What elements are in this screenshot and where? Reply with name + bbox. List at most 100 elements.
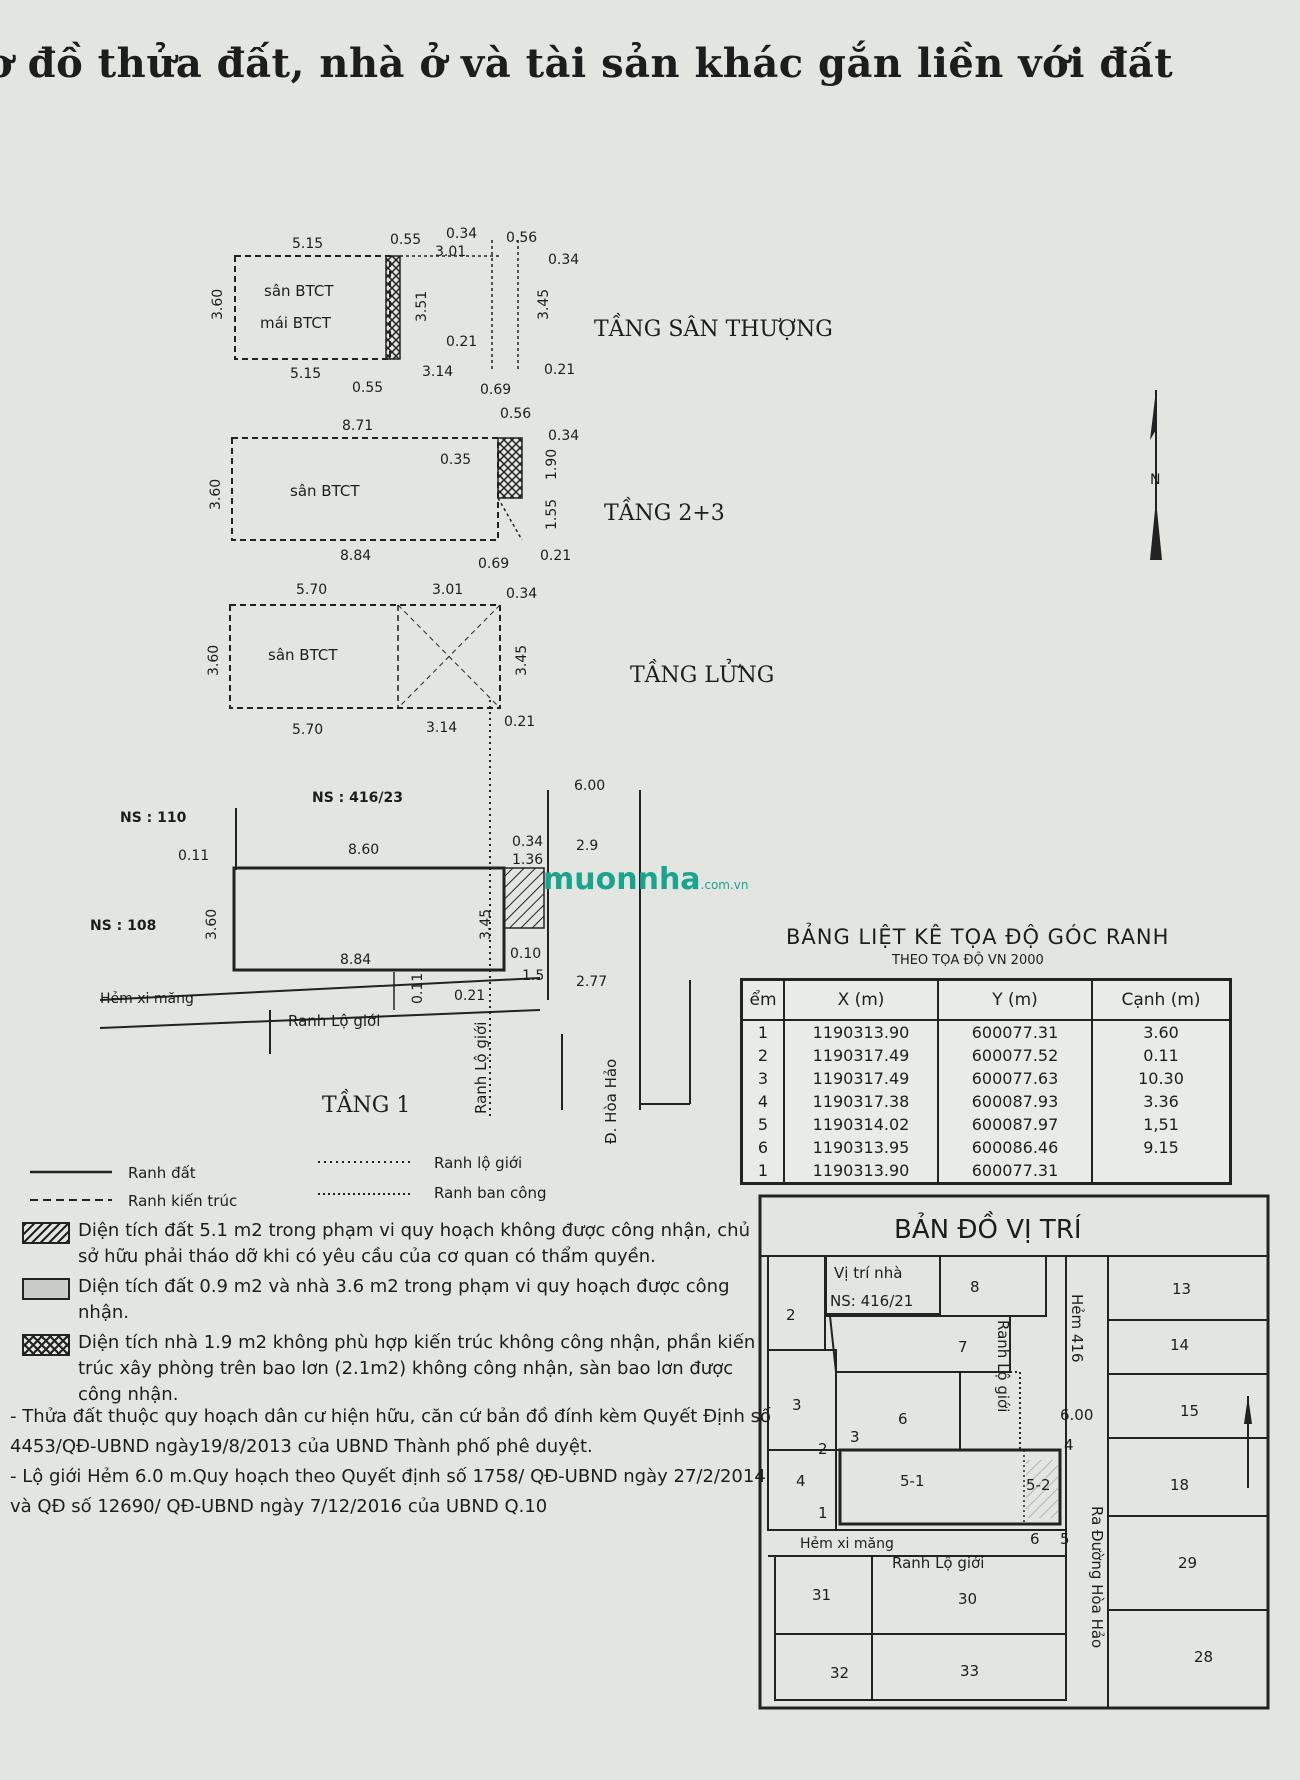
dim-label: 8.84	[340, 952, 371, 968]
cell-y: 600087.97	[937, 1113, 1093, 1136]
dim-label: 3.60	[204, 909, 220, 940]
lot-label: 31	[812, 1586, 831, 1604]
dim-label: 1.55	[544, 499, 560, 530]
legend-row-cross: Diện tích nhà 1.9 m2 không phù hợp kiến …	[22, 1330, 762, 1408]
ground-floor-label: TẦNG 1	[322, 1088, 410, 1118]
dim-label: 3.14	[426, 720, 457, 736]
dim-label: 1.5	[522, 968, 544, 984]
cell-edge	[1091, 1159, 1232, 1184]
ground-floor-plan: NS : 416/23 NS : 110 NS : 108 0.11 8.60 …	[90, 778, 691, 1144]
dim-label: 0.21	[454, 988, 485, 1004]
dim-label: 0.56	[500, 406, 531, 422]
cell-x: 1190317.38	[783, 1090, 939, 1113]
dim-label: 3.01	[432, 582, 463, 598]
dim-label: 0.21	[446, 334, 477, 350]
area-legend: Diện tích đất 5.1 m2 trong phạm vi quy h…	[22, 1218, 762, 1412]
legend-row-hatch: Diện tích đất 5.1 m2 trong phạm vi quy h…	[22, 1218, 762, 1270]
legend-text: Diện tích đất 5.1 m2 trong phạm vi quy h…	[78, 1220, 750, 1267]
dim-label: 0.21	[504, 714, 535, 730]
lot-label: 13	[1172, 1280, 1191, 1298]
col-y: Y (m)	[937, 978, 1093, 1021]
rooftop-room-2: mái BTCT	[260, 314, 332, 332]
legend-text: Diện tích nhà 1.9 m2 không phù hợp kiến …	[78, 1332, 756, 1405]
floor-2-3-plan: sân BTCT 8.71 0.56 0.34 0.35 1.90 3.60 1…	[208, 406, 725, 572]
dim-label: 0.10	[510, 946, 541, 962]
map-alley-cement: Hẻm xi măng	[800, 1536, 894, 1552]
dim-label: 3.60	[206, 645, 222, 676]
dim-label: 3.14	[422, 364, 453, 380]
svg-text:N: N	[1150, 472, 1160, 488]
dim-label: 2.77	[576, 974, 607, 990]
road-label: Đ. Hòa Hảo	[602, 1059, 620, 1144]
dim-label: 3.51	[414, 291, 430, 322]
cell-edge: 9.15	[1091, 1136, 1232, 1159]
lot-label: 28	[1194, 1648, 1213, 1666]
dim-label: 0.56	[506, 230, 537, 246]
cell-y: 600077.31	[937, 1020, 1093, 1044]
map-road-label: Ra Đường Hòa Hảo	[1088, 1506, 1106, 1648]
dim-label: 5.70	[296, 582, 327, 598]
coord-table-title: BẢNG LIỆT KÊ TỌA ĐỘ GÓC RANH	[786, 925, 1170, 949]
dim-label: 1.36	[512, 852, 543, 868]
map-boundary-h: Ranh Lộ giới	[892, 1554, 984, 1572]
dim-label: 2.9	[576, 838, 598, 854]
lot-label: 18	[1170, 1476, 1189, 1494]
alley-width: 6.00	[1060, 1406, 1093, 1424]
dim-label: 0.55	[352, 380, 383, 396]
cell-point: 4	[740, 1090, 785, 1113]
table-header-row: ểm X (m) Y (m) Cạnh (m)	[740, 978, 1232, 1021]
cell-point: 1	[740, 1159, 785, 1184]
watermark-logo: muonnha.com.vn	[543, 862, 749, 897]
col-edge: Cạnh (m)	[1091, 978, 1232, 1021]
dim-label: 8.84	[340, 548, 371, 564]
cell-y: 600087.93	[937, 1090, 1093, 1113]
cell-y: 600077.52	[937, 1044, 1093, 1067]
dim-label: 0.35	[440, 452, 471, 468]
dim-label: 3.60	[210, 289, 226, 320]
cell-edge: 10.30	[1091, 1067, 1232, 1090]
alley-label: Hẻm xi măng	[100, 991, 194, 1007]
notes: - Thửa đất thuộc quy hoạch dân cư hiện h…	[10, 1402, 790, 1522]
coord-table-subtitle: THEO TỌA ĐỘ VN 2000	[892, 953, 1044, 968]
lot-label: 2	[786, 1306, 796, 1324]
dim-label: 0.69	[478, 556, 509, 572]
mezzanine-plan: sân BTCT 5.70 3.01 0.34 3.60 3.45 5.70 3…	[206, 582, 774, 1120]
boundary-label-h: Ranh Lộ giới	[288, 1012, 380, 1030]
ns-left-top: NS : 110	[120, 810, 187, 826]
alley-name: Hẻm 416	[1068, 1294, 1086, 1363]
dim-label: 0.21	[540, 548, 571, 564]
location-map: BẢN ĐỒ VỊ TRÍ Vị trí nhà NS: 416/21 2 3 …	[758, 1194, 1270, 1710]
watermark-domain: .com.vn	[700, 878, 749, 892]
legend-balcony-label: Ranh ban công	[434, 1184, 547, 1202]
ns-left: NS : 108	[90, 918, 156, 934]
dim-label: 3.01	[435, 244, 466, 260]
cell-y: 600077.31	[937, 1159, 1093, 1184]
lot-label: 5-1	[900, 1472, 925, 1490]
legend-text: Diện tích đất 0.9 m2 và nhà 3.6 m2 trong…	[78, 1276, 730, 1323]
dim-label: 8.71	[342, 418, 373, 434]
note-1: - Thửa đất thuộc quy hoạch dân cư hiện h…	[10, 1406, 771, 1457]
floor-2-3-room: sân BTCT	[290, 482, 360, 500]
point-label: 2	[818, 1440, 828, 1458]
dim-label: 0.34	[512, 834, 543, 850]
point-label: 1	[818, 1504, 828, 1522]
dim-label: 0.55	[390, 232, 421, 248]
dim-label: 0.34	[548, 428, 579, 444]
cell-x: 1190313.95	[783, 1136, 939, 1159]
legend-row-gray: Diện tích đất 0.9 m2 và nhà 3.6 m2 trong…	[22, 1274, 762, 1326]
dim-label: 5.70	[292, 722, 323, 738]
cell-y: 600086.46	[937, 1136, 1093, 1159]
lot-label: 5-2	[1026, 1476, 1051, 1494]
dim-label: 3.45	[514, 645, 530, 676]
note-2: - Lộ giới Hẻm 6.0 m.Quy hoạch theo Quyết…	[10, 1466, 766, 1517]
dim-label: 3.45	[478, 909, 494, 940]
dim-label: 0.34	[446, 226, 477, 242]
dim-label: 6.00	[574, 778, 605, 794]
legend-dashed-label: Ranh kiến trúc	[128, 1192, 237, 1210]
rooftop-floor-label: TẦNG SÂN THƯỢNG	[594, 312, 833, 342]
col-x: X (m)	[783, 978, 939, 1021]
line-legend: Ranh đất Ranh lộ giới Ranh kiến trúc Ran…	[30, 1154, 547, 1210]
lot-label: 30	[958, 1590, 977, 1608]
